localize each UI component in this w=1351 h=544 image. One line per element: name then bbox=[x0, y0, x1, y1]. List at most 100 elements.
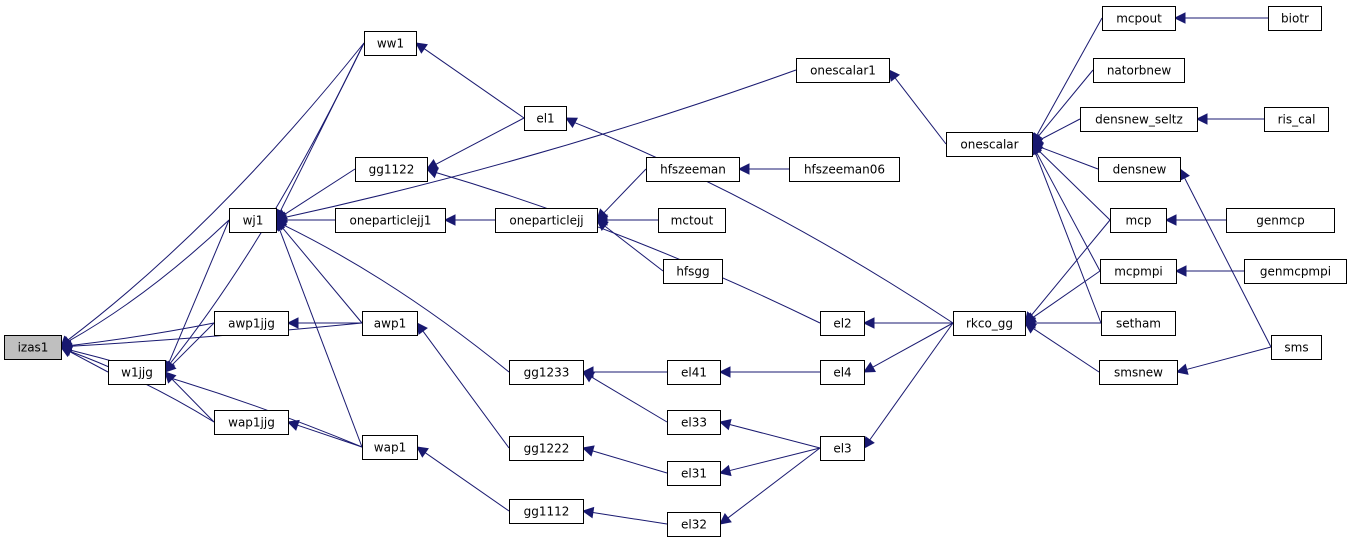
node-smsnew[interactable]: smsnew bbox=[1099, 360, 1178, 385]
node-oneparticlejj1[interactable]: oneparticlejj1 bbox=[335, 208, 446, 233]
node-label-gg1112: gg1112 bbox=[524, 505, 570, 519]
node-gg1233[interactable]: gg1233 bbox=[509, 360, 584, 385]
edge-gg1122-to-wj1 bbox=[284, 168, 356, 215]
arrowhead-sms-to-smsnew bbox=[1175, 363, 1189, 375]
node-label-el2: el2 bbox=[833, 317, 851, 331]
node-wap1[interactable]: wap1 bbox=[362, 435, 418, 460]
node-ris_cal[interactable]: ris_cal bbox=[1264, 107, 1329, 132]
node-box-mctout bbox=[658, 208, 726, 233]
node-box-el41 bbox=[667, 360, 721, 385]
node-wj1[interactable]: wj1 bbox=[229, 208, 277, 233]
node-awp1[interactable]: awp1 bbox=[362, 311, 418, 336]
edge-setham-to-onescalar bbox=[1035, 153, 1102, 324]
arrowhead-rkco_gg-to-el3 bbox=[863, 436, 875, 449]
node-wap1jjg[interactable]: wap1jjg bbox=[214, 410, 289, 435]
edge-awp1jjg-to-w1jjg bbox=[171, 322, 215, 366]
node-natorbnew[interactable]: natorbnew bbox=[1093, 58, 1185, 83]
arrowhead-el33-to-gg1233 bbox=[582, 371, 595, 383]
node-box-wap1 bbox=[362, 435, 418, 460]
node-label-wap1jjg: wap1jjg bbox=[228, 416, 275, 430]
node-box-hfszeeman bbox=[646, 157, 740, 182]
node-ww1[interactable]: ww1 bbox=[364, 31, 417, 56]
node-mcpout[interactable]: mcpout bbox=[1102, 6, 1176, 31]
node-label-wap1: wap1 bbox=[374, 441, 406, 455]
node-box-smsnew bbox=[1099, 360, 1178, 385]
edge-el32-to-gg1112 bbox=[592, 512, 668, 525]
node-el4[interactable]: el4 bbox=[820, 360, 865, 385]
node-mcpmpi[interactable]: mcpmpi bbox=[1100, 259, 1177, 284]
edge-densnew-to-onescalar bbox=[1041, 147, 1099, 170]
node-el3[interactable]: el3 bbox=[820, 436, 865, 461]
node-el2[interactable]: el2 bbox=[820, 311, 865, 336]
node-gg1222[interactable]: gg1222 bbox=[509, 436, 584, 461]
node-gg1122[interactable]: gg1122 bbox=[355, 157, 428, 182]
node-onescalar1[interactable]: onescalar1 bbox=[796, 58, 890, 83]
node-label-hfsgg: hfsgg bbox=[676, 265, 709, 279]
node-box-el31 bbox=[667, 461, 721, 486]
edge-el3-to-el33 bbox=[729, 424, 821, 449]
node-izas1[interactable]: izas1 bbox=[4, 335, 62, 360]
edge-gg1222-to-awp1 bbox=[422, 330, 510, 449]
node-rkco_gg[interactable]: rkco_gg bbox=[953, 311, 1026, 336]
edge-sms-to-smsnew bbox=[1186, 346, 1272, 370]
arrowhead-wap1-to-wap1jjg bbox=[286, 419, 300, 431]
node-label-oneparticlejj: oneparticlejj bbox=[509, 214, 583, 228]
node-el32[interactable]: el32 bbox=[667, 512, 721, 537]
arrowhead-gg1222-to-awp1 bbox=[416, 322, 428, 335]
node-label-el31: el31 bbox=[681, 467, 707, 481]
node-mcp[interactable]: mcp bbox=[1110, 208, 1167, 233]
node-densnew[interactable]: densnew bbox=[1098, 157, 1181, 182]
arrowhead-biotr-to-mcpout bbox=[1173, 12, 1186, 24]
node-box-izas1 bbox=[4, 335, 62, 360]
node-el41[interactable]: el41 bbox=[667, 360, 721, 385]
node-biotr[interactable]: biotr bbox=[1268, 6, 1322, 31]
arrowhead-hfsgg-to-oneparticlejj bbox=[596, 219, 609, 232]
node-genmcpmpi[interactable]: genmcpmpi bbox=[1244, 259, 1347, 284]
node-mctout[interactable]: mctout bbox=[658, 208, 726, 233]
node-awp1jjg[interactable]: awp1jjg bbox=[214, 311, 289, 336]
arrowhead-oneparticlejj-to-oneparticlejj1 bbox=[443, 214, 456, 226]
edge-awp1-to-wj1 bbox=[282, 227, 363, 324]
arrowhead-el32-to-gg1112 bbox=[581, 506, 595, 519]
node-sms[interactable]: sms bbox=[1271, 335, 1322, 360]
node-box-natorbnew bbox=[1093, 58, 1185, 83]
arrowhead-rkco_gg-to-el4 bbox=[863, 361, 876, 373]
node-densnew_seltz[interactable]: densnew_seltz bbox=[1080, 107, 1198, 132]
edge-w1jjg-to-izas1 bbox=[69, 351, 109, 373]
node-setham[interactable]: setham bbox=[1101, 311, 1176, 336]
node-box-el33 bbox=[667, 410, 721, 435]
arrowhead-el3-to-el31 bbox=[718, 464, 732, 477]
node-hfsgg[interactable]: hfsgg bbox=[663, 259, 723, 284]
node-box-genmcp bbox=[1226, 208, 1335, 233]
node-el33[interactable]: el33 bbox=[667, 410, 721, 435]
edge-gg1233-to-wj1 bbox=[284, 225, 510, 373]
node-gg1112[interactable]: gg1112 bbox=[509, 499, 584, 524]
node-label-oneparticlejj1: oneparticlejj1 bbox=[350, 214, 432, 228]
edge-gg1112-to-wap1 bbox=[424, 452, 510, 512]
node-hfszeeman[interactable]: hfszeeman bbox=[646, 157, 740, 182]
edge-el3-to-el32 bbox=[727, 447, 821, 519]
node-oneparticlejj[interactable]: oneparticlejj bbox=[495, 208, 598, 233]
node-box-biotr bbox=[1268, 6, 1322, 31]
node-box-gg1233 bbox=[509, 360, 584, 385]
arrowhead-awp1-to-awp1jjg bbox=[286, 317, 299, 329]
edge-wj1-to-w1jjg bbox=[168, 219, 230, 363]
node-hfszeeman06[interactable]: hfszeeman06 bbox=[789, 157, 900, 182]
node-label-el33: el33 bbox=[681, 416, 707, 430]
edge-ww1-to-izas1 bbox=[67, 42, 365, 341]
arrowhead-el1-to-ww1 bbox=[415, 42, 428, 54]
node-genmcp[interactable]: genmcp bbox=[1226, 208, 1335, 233]
node-el31[interactable]: el31 bbox=[667, 461, 721, 486]
edge-onescalar-to-onescalar1 bbox=[894, 77, 947, 145]
node-label-densnew: densnew bbox=[1113, 163, 1167, 177]
node-el1[interactable]: el1 bbox=[524, 106, 567, 131]
edge-awp1jjg-to-izas1 bbox=[70, 322, 215, 346]
node-w1jjg[interactable]: w1jjg bbox=[108, 360, 166, 385]
node-label-mctout: mctout bbox=[671, 214, 714, 228]
node-label-densnew_seltz: densnew_seltz bbox=[1095, 113, 1183, 127]
node-box-gg1122 bbox=[355, 157, 428, 182]
edge-el33-to-gg1233 bbox=[591, 376, 668, 423]
node-onescalar[interactable]: onescalar bbox=[946, 132, 1033, 157]
arrowhead-el2-to-gg1122 bbox=[425, 167, 439, 179]
